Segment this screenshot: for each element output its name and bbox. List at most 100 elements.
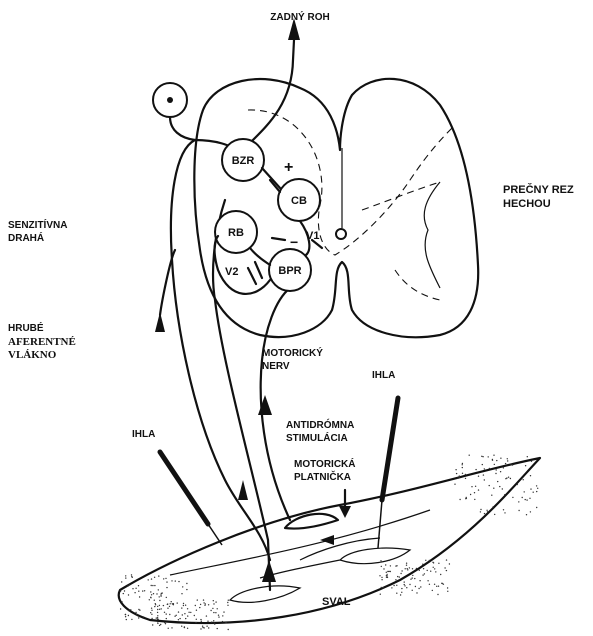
stipple-dot bbox=[157, 617, 158, 618]
stipple-dot bbox=[447, 587, 448, 588]
stipple-dot bbox=[489, 468, 490, 469]
stipple-dot bbox=[135, 588, 136, 589]
stipple-dot bbox=[424, 573, 425, 574]
stipple-dot bbox=[482, 464, 483, 465]
stipple-dot bbox=[213, 622, 214, 623]
stipple-dot bbox=[130, 609, 131, 610]
stipple-dot bbox=[150, 597, 151, 598]
stipple-dot bbox=[154, 600, 155, 601]
stipple-dot bbox=[388, 571, 389, 572]
stipple-dot bbox=[422, 574, 423, 575]
stipple-dot bbox=[462, 464, 463, 465]
cell-label-bpr: BPR bbox=[278, 265, 301, 277]
stipple-dot bbox=[409, 584, 410, 585]
stipple-dot bbox=[409, 567, 410, 568]
stipple-dot bbox=[493, 455, 494, 456]
stipple-dot bbox=[157, 621, 158, 622]
stipple-dot bbox=[434, 584, 435, 585]
stipple-dot bbox=[126, 619, 127, 620]
stipple-dot bbox=[487, 511, 488, 512]
stipple-dot bbox=[484, 468, 485, 469]
stipple-dot bbox=[429, 560, 430, 561]
stipple-dot bbox=[182, 586, 183, 587]
stipple-dot bbox=[186, 583, 187, 584]
stipple-dot bbox=[169, 606, 170, 607]
stipple-dot bbox=[381, 587, 382, 588]
stipple-dot bbox=[525, 465, 526, 466]
synapse-label-v2: V2 bbox=[225, 266, 238, 278]
arrow-afferent-low bbox=[238, 480, 248, 500]
label-zadny-roh: ZADNÝ ROH bbox=[270, 10, 329, 23]
stipple-dot bbox=[154, 585, 155, 586]
stipple-dot bbox=[183, 605, 184, 606]
stipple-dot bbox=[380, 594, 381, 595]
stipple-dot bbox=[427, 570, 428, 571]
stipple-dot bbox=[506, 477, 507, 478]
stipple-dot bbox=[170, 603, 171, 604]
label-precny-rez-1: PREČNY REZ bbox=[503, 183, 574, 196]
stipple-dot bbox=[205, 603, 206, 604]
v2-synapse bbox=[248, 262, 262, 284]
grey-matter-inner-line bbox=[424, 182, 440, 288]
stipple-dot bbox=[507, 460, 508, 461]
stipple-dot bbox=[159, 596, 160, 597]
stipple-dot bbox=[481, 456, 482, 457]
stipple-dot bbox=[153, 593, 154, 594]
stipple-dot bbox=[419, 580, 420, 581]
stipple-dot bbox=[393, 585, 394, 586]
stipple-dot bbox=[504, 512, 505, 513]
stipple-dot bbox=[475, 486, 476, 487]
needle-left bbox=[160, 452, 208, 524]
stipple-dot bbox=[524, 491, 525, 492]
stipple-dot bbox=[148, 579, 149, 580]
stipple-dot bbox=[440, 574, 441, 575]
stipple-dot bbox=[526, 514, 527, 515]
stipple-dot bbox=[381, 577, 382, 578]
stipple-dot bbox=[212, 608, 213, 609]
stipple-dot bbox=[419, 570, 420, 571]
stipple-dot bbox=[173, 604, 174, 605]
muscle-inner-fold bbox=[170, 510, 430, 575]
stipple-dot bbox=[177, 602, 178, 603]
stipple-dot bbox=[207, 621, 208, 622]
stipple-dot bbox=[482, 456, 483, 457]
stipple-dot bbox=[443, 584, 444, 585]
stipple-dot bbox=[465, 474, 466, 475]
stipple-dot bbox=[166, 587, 167, 588]
stipple-dot bbox=[531, 461, 532, 462]
stipple-dot bbox=[213, 603, 214, 604]
stipple-dot bbox=[142, 590, 143, 591]
label-senzitivna-2: DRAHÁ bbox=[8, 231, 44, 244]
stipple-dot bbox=[407, 568, 408, 569]
stipple-dot bbox=[164, 622, 165, 623]
stipple-dot bbox=[423, 568, 424, 569]
stipple-dot bbox=[427, 580, 428, 581]
stipple-dot bbox=[171, 580, 172, 581]
stipple-dot bbox=[127, 585, 128, 586]
stipple-dot bbox=[135, 612, 136, 613]
stipple-dot bbox=[197, 599, 198, 600]
stipple-dot bbox=[495, 473, 496, 474]
stipple-dot bbox=[454, 484, 455, 485]
stipple-dot bbox=[395, 579, 396, 580]
stipple-dot bbox=[125, 575, 126, 576]
stipple-dot bbox=[500, 471, 501, 472]
stipple-dot bbox=[200, 619, 201, 620]
stipple-dot bbox=[187, 608, 188, 609]
stipple-dot bbox=[169, 614, 170, 615]
stipple-dot bbox=[466, 497, 467, 498]
label-precny-rez-2: HECHOU bbox=[503, 198, 551, 210]
stipple-dot bbox=[518, 510, 519, 511]
stipple-dot bbox=[158, 589, 159, 590]
stipple-dot bbox=[157, 612, 158, 613]
stipple-dot bbox=[508, 477, 509, 478]
synapse-plus: + bbox=[284, 159, 293, 176]
stipple-dot bbox=[462, 467, 463, 468]
stipple-dot bbox=[208, 604, 209, 605]
stipple-dot bbox=[435, 571, 436, 572]
stipple-dot bbox=[188, 612, 189, 613]
stipple-dot bbox=[156, 593, 157, 594]
stipple-dot bbox=[157, 606, 158, 607]
stipple-dot bbox=[433, 562, 434, 563]
